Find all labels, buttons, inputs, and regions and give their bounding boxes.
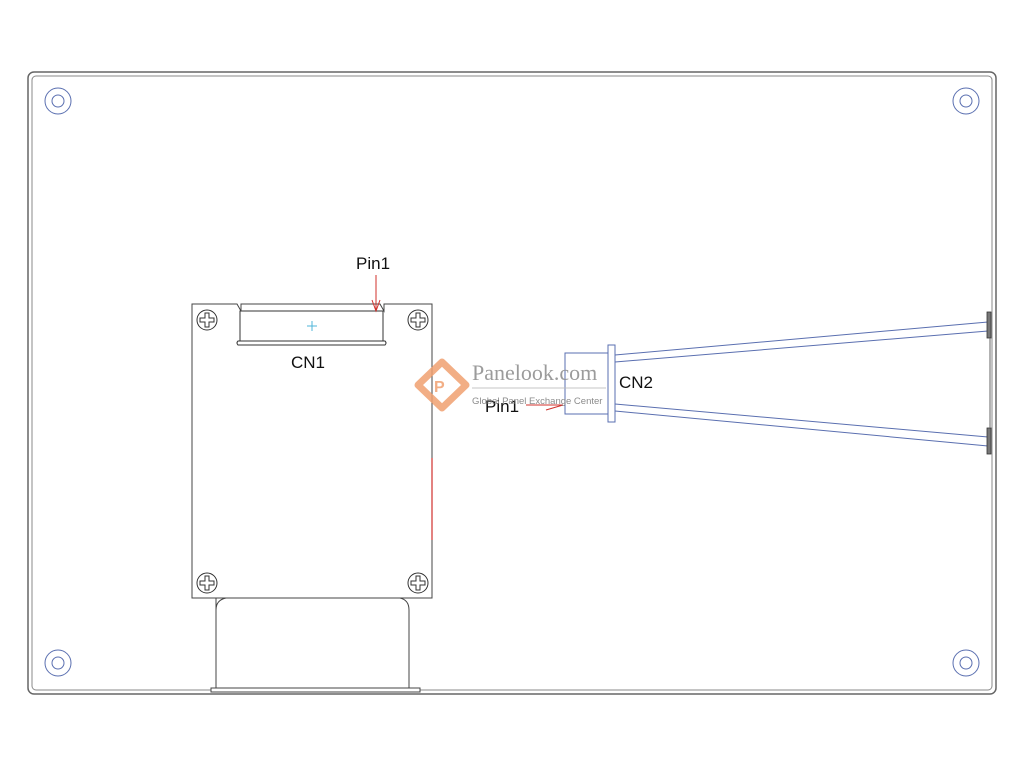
cn1-connector	[236, 310, 387, 346]
screw-icon	[407, 572, 429, 594]
mount-hole-top-left	[44, 87, 72, 115]
panel-inner-frame	[31, 75, 993, 691]
fpc-cable-foot	[210, 687, 421, 693]
cn1-pin1-label: Pin1	[356, 254, 390, 273]
screw-icon	[196, 309, 218, 331]
cn2-connector	[564, 344, 616, 423]
cn2-pin1-arrow	[526, 404, 564, 411]
screw-icon	[196, 572, 218, 594]
cn2-label: CN2	[619, 373, 653, 392]
mount-hole-bottom-left	[44, 649, 72, 677]
backlight-cable-bottom	[614, 403, 989, 447]
watermark-logo-icon: P	[414, 358, 470, 412]
panel-outer-frame	[27, 71, 997, 695]
cn1-label: CN1	[291, 353, 325, 372]
watermark-subtitle: Global Panel Exchange Center	[472, 396, 602, 407]
cn1-pin1-arrow	[371, 275, 381, 313]
mount-hole-top-right	[952, 87, 980, 115]
mount-hole-bottom-right	[952, 649, 980, 677]
cable-exit-clips	[986, 311, 992, 455]
watermark-title: Panelook.com	[472, 360, 597, 385]
cn2-pin1-label: Pin1	[485, 397, 519, 416]
screw-icon	[407, 309, 429, 331]
fpc-cable	[215, 597, 410, 689]
control-board	[191, 303, 433, 599]
svg-text:P: P	[434, 379, 445, 396]
backlight-cable-top	[614, 321, 989, 363]
watermark: P Panelook.com Global Panel Exchange Cen…	[414, 358, 606, 412]
